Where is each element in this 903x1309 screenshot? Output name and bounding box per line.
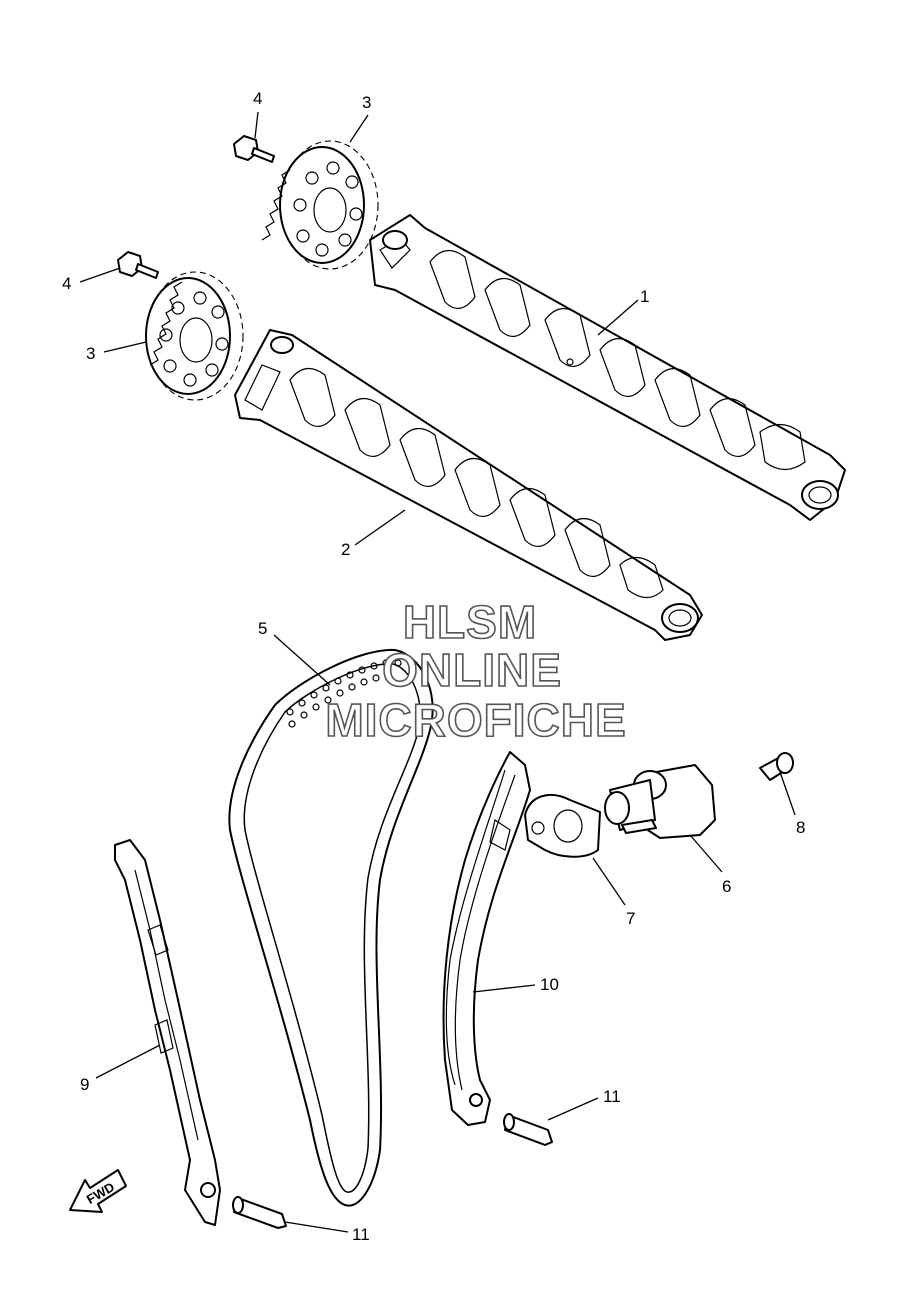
callout-3-upper: 3 [362,93,371,112]
callout-6: 6 [722,877,731,896]
tensioner-gasket[interactable] [524,794,601,858]
guide-pin-left[interactable] [232,1196,287,1229]
callout-3-lower: 3 [86,344,95,363]
watermark: HLSM ONLINE MICROFICHE [325,595,627,747]
callout-8: 8 [796,818,805,837]
tensioner-bolt[interactable] [759,752,794,781]
callout-1: 1 [640,287,649,306]
chain-guide-left[interactable] [114,839,221,1226]
callout-4-lower: 4 [62,274,71,293]
leader-lines [79,111,796,1233]
guide-pin-right[interactable] [503,1113,553,1146]
callout-10: 10 [540,975,559,994]
chain-tensioner[interactable] [604,764,716,839]
callout-9: 9 [80,1075,89,1094]
bolt-upper[interactable] [233,135,275,163]
callout-11-left: 11 [352,1225,370,1244]
fwd-direction-badge: FWD [69,1169,127,1213]
callout-4-upper: 4 [253,89,262,108]
watermark-line-3: MICROFICHE [325,694,626,746]
sprocket-upper[interactable] [261,140,379,270]
callout-5: 5 [258,619,267,638]
chain-guide-right[interactable] [442,751,531,1126]
camshaft-lower[interactable] [234,329,703,641]
watermark-line-2: ONLINE [382,644,562,696]
callout-11-right: 11 [603,1087,621,1106]
sprocket-lower[interactable] [145,271,244,401]
timing-chain[interactable] [228,648,434,1207]
camshaft-upper[interactable] [369,214,846,521]
callout-2: 2 [341,540,350,559]
watermark-line-1: HLSM [403,596,537,648]
bolt-lower[interactable] [117,251,159,279]
callouts: 4 3 4 3 1 2 5 8 6 7 10 9 11 11 [62,89,805,1244]
callout-7: 7 [626,909,635,928]
